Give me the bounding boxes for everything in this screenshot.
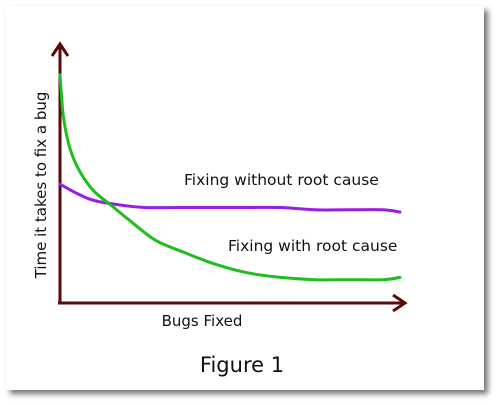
y-axis-arrowhead	[50, 41, 70, 57]
series-label-without-root-cause: Fixing without root cause	[184, 171, 379, 189]
figure-frame	[6, 6, 484, 390]
x-axis-arrowhead	[392, 293, 408, 313]
series-layer	[58, 73, 402, 282]
series-line-with-root-cause	[58, 73, 402, 282]
series-line-without-root-cause	[58, 182, 402, 214]
figure-caption: Figure 1	[200, 353, 284, 377]
x-axis-label: Bugs Fixed	[162, 312, 243, 330]
y-axis-label: Time it takes to fix a bug	[32, 92, 50, 280]
series-label-with-root-cause: Fixing with root cause	[228, 237, 397, 255]
